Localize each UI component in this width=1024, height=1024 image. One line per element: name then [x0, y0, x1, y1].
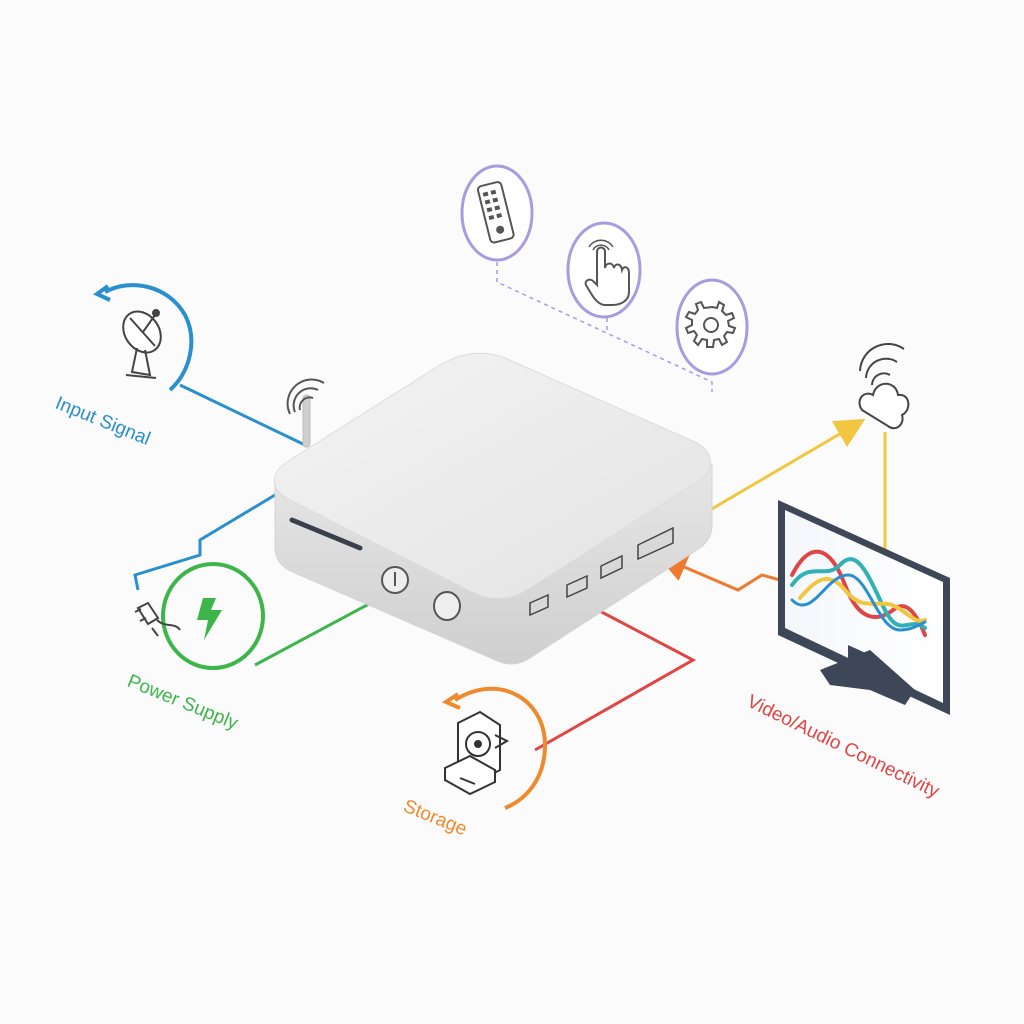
controls-connector	[496, 262, 713, 392]
power-button	[381, 566, 409, 594]
set-top-box	[273, 352, 713, 665]
remote-control-icon	[460, 164, 534, 262]
storage-connector	[441, 596, 697, 810]
round-button	[433, 591, 461, 621]
usb-ports	[529, 526, 674, 617]
lightning-icon	[197, 598, 222, 640]
monitor-icon	[778, 500, 950, 715]
touch-hand-icon	[566, 221, 642, 319]
input-signal-connector	[93, 283, 306, 591]
waveform-graphic	[790, 549, 927, 637]
gear-icon	[675, 278, 749, 376]
video-audio-connector	[656, 553, 781, 592]
power-plug-icon	[134, 601, 181, 637]
cloud-wifi-icon	[858, 342, 910, 430]
antenna	[286, 378, 325, 448]
card-slot	[289, 517, 363, 551]
hard-drive-icon	[444, 710, 510, 796]
network-connector	[709, 418, 887, 552]
satellite-dish-icon	[122, 309, 162, 379]
